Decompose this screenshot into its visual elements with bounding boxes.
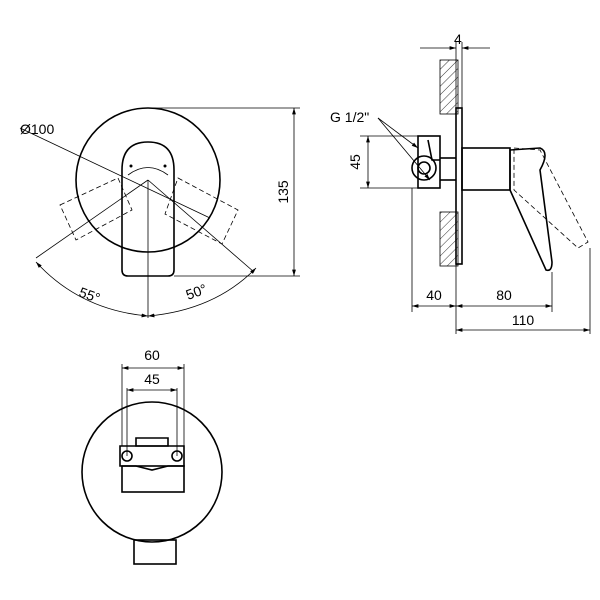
handle-swing bbox=[513, 147, 589, 249]
dim-110-label: 110 bbox=[512, 312, 535, 328]
wall-hatch-bottom bbox=[439, 211, 459, 267]
outlet-stub bbox=[133, 539, 177, 565]
dim-40-label: 40 bbox=[426, 287, 442, 303]
thread-label: G 1/2" bbox=[330, 109, 369, 125]
width-60-label: 60 bbox=[144, 347, 160, 363]
diameter-label: Ø100 bbox=[20, 121, 54, 137]
bottom-plate-circle bbox=[81, 401, 223, 543]
cartridge bbox=[461, 147, 511, 191]
angle-right-label: 50° bbox=[184, 281, 209, 303]
wall-hatch-top bbox=[439, 59, 459, 115]
height-label: 135 bbox=[275, 180, 291, 204]
angle-arc-right bbox=[147, 267, 257, 318]
thread-leader-2 bbox=[377, 117, 431, 181]
thread-leader-1 bbox=[377, 117, 419, 149]
vertical-label: 45 bbox=[347, 154, 363, 170]
rotated-handle-right bbox=[164, 177, 239, 245]
front-view: Ø100 135 55° 50° bbox=[19, 107, 300, 318]
inlet-circle bbox=[411, 155, 437, 181]
dot-right bbox=[163, 164, 167, 168]
dim-80-label: 80 bbox=[496, 287, 512, 303]
angle-arc-left bbox=[35, 261, 149, 318]
plate-label: 4 bbox=[454, 31, 462, 47]
inlet-inner bbox=[417, 161, 431, 175]
valve-box bbox=[121, 465, 185, 493]
bottom-view: 60 45 bbox=[81, 347, 223, 565]
diameter-leader bbox=[19, 127, 211, 219]
valve-body bbox=[417, 135, 441, 189]
dot-left bbox=[129, 164, 133, 168]
angle-ray-left bbox=[35, 179, 149, 259]
angle-left-label: 55° bbox=[77, 284, 102, 306]
handle-curve bbox=[127, 167, 169, 176]
side-view: 4 G 1/2" 45 40 80 110 bbox=[330, 31, 591, 334]
width-45-label: 45 bbox=[144, 371, 160, 387]
angle-ray-right bbox=[147, 179, 255, 273]
bracket-top bbox=[135, 437, 169, 447]
rotated-handle-left bbox=[59, 177, 133, 241]
side-handle bbox=[509, 147, 553, 272]
valve-neck bbox=[427, 139, 440, 161]
